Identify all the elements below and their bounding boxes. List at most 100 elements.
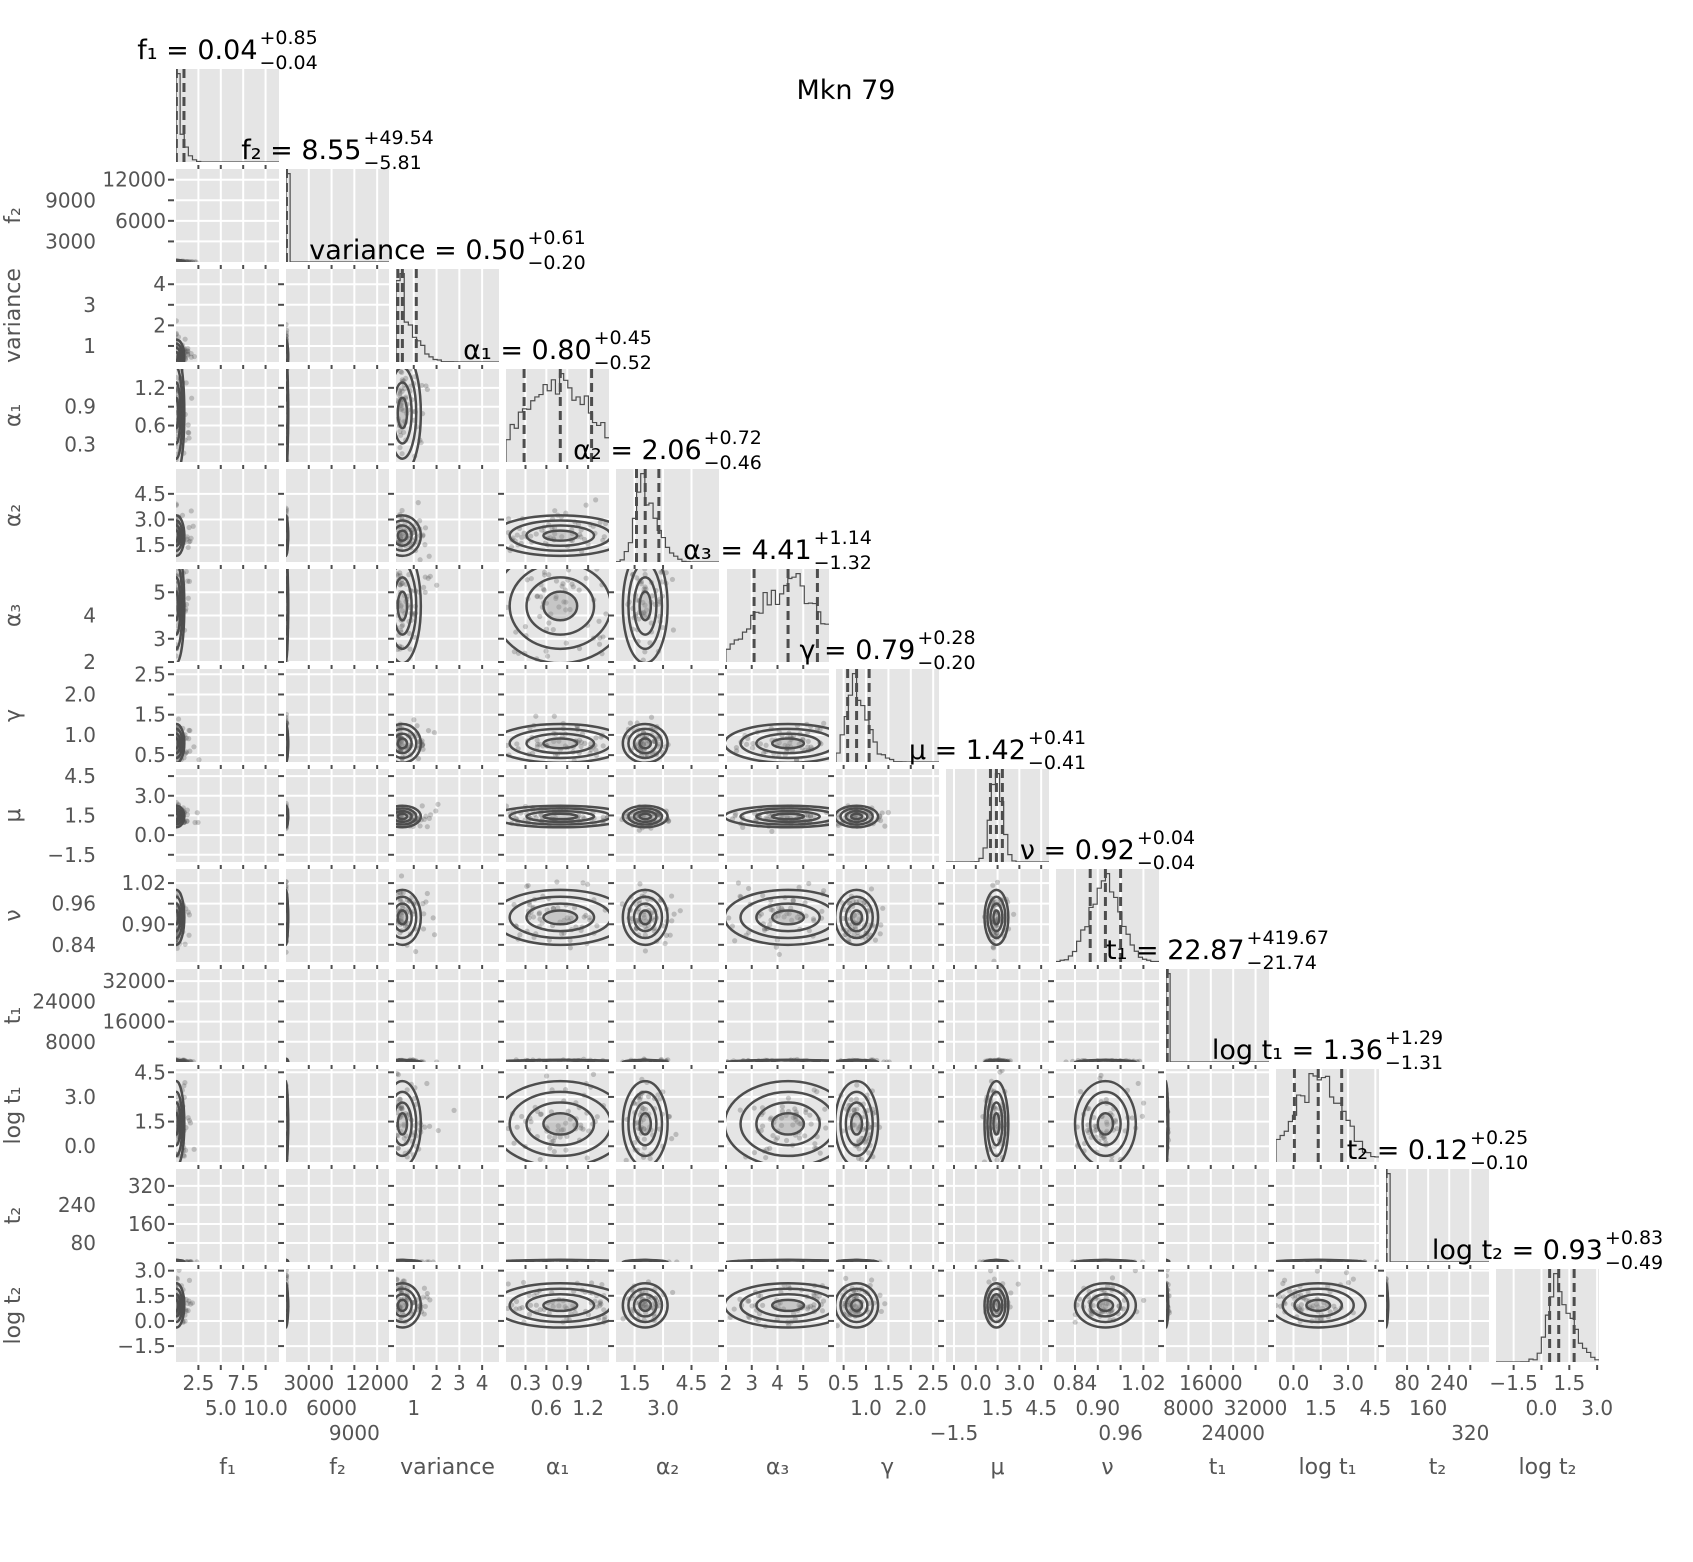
sample-point — [426, 1123, 433, 1129]
scatter-panel — [388, 369, 499, 470]
sample-point — [555, 1123, 561, 1129]
scatter-panel — [278, 669, 389, 770]
sample-point — [729, 923, 735, 929]
density-contour — [176, 569, 186, 662]
panel-content — [836, 669, 939, 762]
sample-point — [770, 1132, 776, 1139]
panel-background — [396, 969, 499, 1062]
panel-content — [176, 258, 199, 262]
sample-point — [534, 593, 540, 599]
sample-point — [790, 897, 796, 903]
sample-point — [186, 259, 192, 262]
sample-point — [517, 932, 523, 938]
sample-point — [643, 586, 649, 592]
sample-point — [451, 1107, 457, 1113]
sample-point — [286, 332, 289, 338]
sample-point — [559, 931, 565, 937]
panel-content — [396, 369, 430, 462]
panel-content — [286, 1079, 290, 1162]
density-contour — [396, 909, 409, 926]
sample-point — [550, 1138, 556, 1144]
density-contour — [506, 888, 609, 947]
panel-content — [1056, 869, 1159, 962]
density-contour — [176, 722, 186, 762]
sample-point — [434, 1059, 440, 1062]
density-contour — [726, 722, 829, 762]
sample-point — [506, 516, 512, 522]
density-contour — [627, 807, 664, 826]
sample-point — [421, 911, 427, 917]
sample-point — [176, 374, 179, 381]
sample-point — [182, 1147, 189, 1153]
sample-point — [398, 402, 404, 409]
sample-point — [396, 573, 401, 579]
sample-point — [182, 1079, 188, 1086]
panel-content — [396, 1071, 457, 1162]
sample-point — [807, 813, 813, 819]
panel-content — [506, 879, 609, 951]
panel-content — [621, 569, 677, 662]
sample-point — [401, 1121, 407, 1127]
sample-point — [396, 1132, 400, 1138]
sample-point — [396, 571, 400, 577]
density-contour — [176, 396, 180, 430]
density-contour — [396, 727, 418, 760]
panel-content — [616, 469, 719, 562]
sample-point — [669, 918, 675, 924]
density-contour — [176, 737, 180, 750]
scatter-panel — [938, 869, 1049, 970]
sample-point — [513, 629, 519, 635]
density-contour — [176, 369, 184, 460]
scatter-panel — [718, 969, 829, 1070]
sample-point — [633, 901, 639, 907]
sample-point — [596, 641, 603, 647]
sample-point — [991, 958, 997, 962]
sample-point — [286, 333, 289, 339]
sample-point — [541, 587, 547, 593]
scatter-panel — [388, 969, 499, 1070]
sample-point — [732, 938, 738, 944]
density-contour — [508, 895, 609, 940]
sample-point — [506, 803, 510, 809]
panel-background — [286, 869, 389, 962]
histogram-step — [176, 73, 279, 162]
density-contour — [176, 1101, 182, 1147]
sample-point — [737, 1107, 743, 1113]
sample-point — [421, 584, 427, 590]
scatter-panel — [168, 1169, 279, 1270]
sample-point — [399, 913, 405, 919]
panel-content — [1166, 969, 1269, 1062]
sample-point — [580, 814, 586, 820]
sample-point — [413, 948, 419, 955]
sample-point — [187, 538, 193, 544]
sample-point — [779, 1103, 786, 1110]
sample-point — [778, 905, 785, 911]
sample-point — [185, 544, 191, 551]
density-contour — [739, 727, 829, 760]
density-contour — [176, 576, 182, 636]
scatter-panel — [608, 569, 719, 670]
sample-point — [404, 1087, 410, 1093]
sample-point — [286, 949, 289, 955]
sample-point — [286, 711, 290, 718]
sample-point — [597, 519, 603, 525]
sample-point — [286, 322, 289, 328]
density-contour — [525, 732, 596, 755]
sample-point — [547, 1145, 553, 1151]
sample-point — [583, 502, 589, 508]
density-contour — [176, 732, 182, 755]
sample-point — [185, 1115, 191, 1121]
sample-point — [781, 914, 787, 920]
sample-point — [182, 336, 188, 342]
sample-point — [817, 726, 823, 733]
scatter-panel — [718, 769, 829, 870]
sample-point — [399, 369, 405, 376]
histogram-step — [396, 273, 499, 362]
sample-point — [561, 917, 567, 923]
sample-point — [187, 259, 194, 262]
density-contour — [542, 590, 579, 622]
density-contour — [396, 519, 418, 553]
panel-content — [620, 1056, 671, 1062]
sample-point — [399, 580, 405, 587]
sample-point — [190, 523, 196, 529]
